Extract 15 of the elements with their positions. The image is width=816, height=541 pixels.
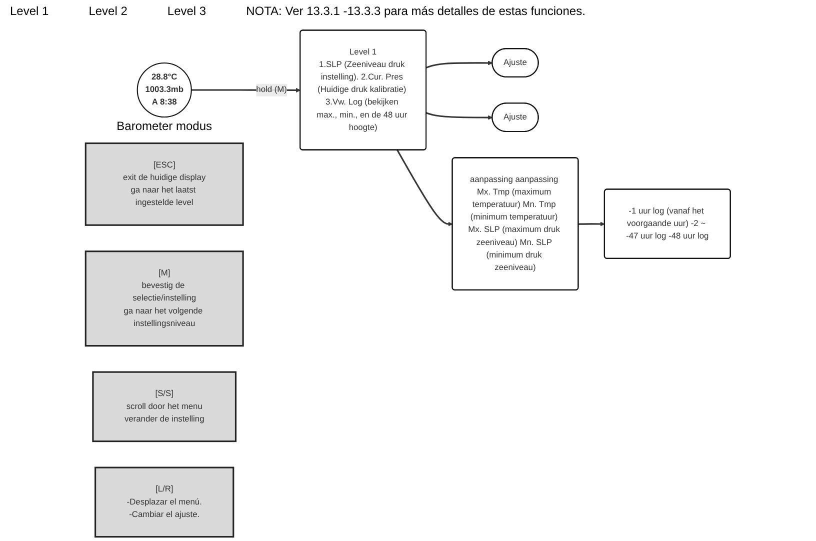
node-circle: 28.8°C 1003.3mb A 8:38 — [136, 62, 192, 118]
node-box: [ESC] exit de huidige display ga naar het laatst ingestelde level — [84, 142, 244, 226]
arrow — [426, 60, 493, 68]
arrow — [578, 222, 605, 226]
node-box: [M] bevestig de selectie/instelling ga naar het volgende instellingsniveau — [84, 250, 244, 347]
edge-label: hold (M) — [256, 85, 287, 94]
note-text: NOTA: Ver 13.3.1 -13.3.3 para más detalles de estas funciones. — [246, 4, 586, 20]
note-text: Level 2 — [88, 4, 128, 20]
node-box: [S/S] scroll door het menu verander de instelling — [92, 371, 237, 442]
node-box: [L/R] -Desplazar el menú. -Cambiar el ajuste. — [94, 466, 234, 538]
note-text: Level 1 — [10, 4, 49, 20]
arrow — [426, 112, 493, 120]
caption-text: Barometer modus — [116, 119, 212, 134]
arrow — [396, 150, 453, 226]
note-text: Level 3 — [167, 4, 206, 20]
